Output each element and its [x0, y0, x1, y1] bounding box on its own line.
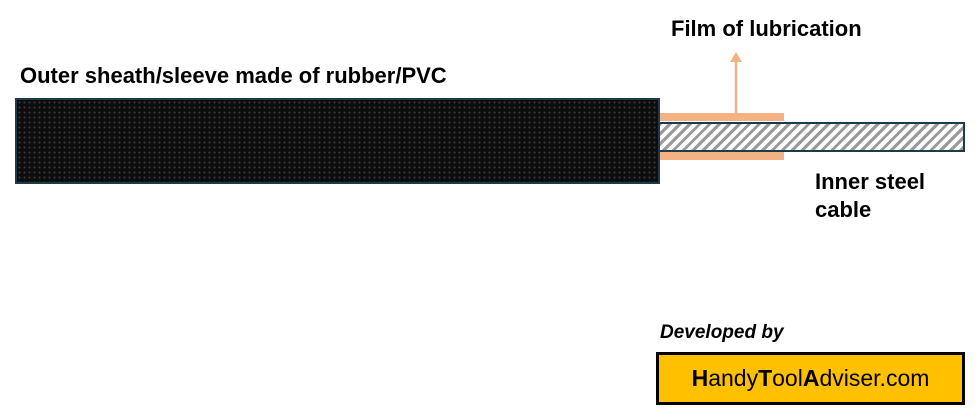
developed-by-label: Developed by	[660, 322, 784, 343]
inner-steel-cable	[658, 122, 965, 152]
outer-sheath-label: Outer sheath/sleeve made of rubber/PVC	[20, 63, 447, 88]
lubrication-film-bottom	[660, 152, 784, 160]
film-pointer-arrow-icon	[730, 52, 742, 114]
brand-part: andy	[708, 365, 759, 391]
lubrication-film-top	[660, 113, 784, 121]
brand-badge: HandyToolAdviser.com	[656, 352, 965, 405]
brand-part: T	[758, 365, 773, 391]
brand-part: A	[802, 365, 820, 391]
brand-name: HandyToolAdviser.com	[692, 365, 930, 392]
inner-steel-cable-label: Inner steel cable	[815, 169, 926, 222]
brand-part: dviser.com	[819, 365, 930, 391]
outer-sheath	[15, 98, 660, 184]
brand-part: H	[691, 365, 709, 391]
film-of-lubrication-label: Film of lubrication	[671, 16, 862, 41]
brand-part: ool	[772, 365, 803, 391]
